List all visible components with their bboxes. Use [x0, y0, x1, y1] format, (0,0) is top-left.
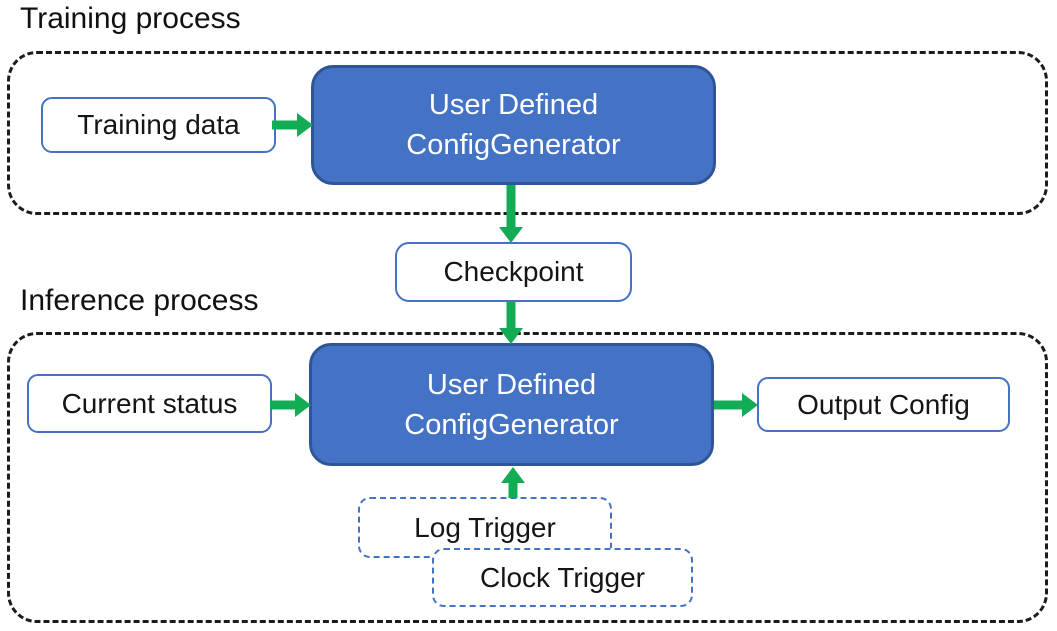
arrow-head-right-icon: [295, 393, 311, 417]
arrow-head-down-icon: [499, 328, 523, 344]
arrow-generator-to-checkpoint: [499, 185, 523, 243]
arrow-head-right-icon: [742, 393, 758, 417]
checkpoint-label: Checkpoint: [443, 256, 584, 287]
checkpoint-box: Checkpoint: [395, 242, 632, 302]
arrow-shaft: [506, 302, 516, 329]
training-process-label: Training process: [20, 2, 241, 35]
inference-config-generator-box: User Defined ConfigGenerator: [309, 343, 714, 466]
inference-generator-line2: ConfigGenerator: [404, 408, 619, 441]
arrow-shaft: [506, 185, 516, 228]
training-data-box: Training data: [41, 97, 276, 153]
training-data-label: Training data: [77, 109, 240, 140]
inference-process-label: Inference process: [20, 284, 259, 317]
output-config-box: Output Config: [757, 377, 1010, 432]
arrow-shaft: [270, 400, 296, 410]
training-config-generator-box: User Defined ConfigGenerator: [311, 65, 716, 185]
log-trigger-label: Log Trigger: [414, 511, 556, 543]
current-status-label: Current status: [61, 387, 238, 419]
inference-process-container: [7, 332, 1048, 623]
training-generator-line1: User Defined: [428, 89, 599, 121]
arrow-head-right-icon: [297, 113, 313, 137]
arrow-shaft: [714, 400, 743, 410]
training-generator-line2: ConfigGenerator: [406, 129, 621, 161]
arrow-checkpoint-to-generator: [499, 302, 523, 344]
inference-generator-line1: User Defined: [426, 368, 597, 401]
arrow-shaft: [508, 482, 518, 498]
arrow-training-data-to-generator: [272, 113, 313, 137]
arrow-head-down-icon: [499, 227, 523, 243]
arrow-triggers-to-generator: [501, 467, 525, 498]
training-process-container: [7, 51, 1048, 215]
arrow-head-up-icon: [501, 467, 525, 483]
output-config-label: Output Config: [797, 388, 970, 420]
arrow-shaft: [272, 120, 298, 130]
clock-trigger-label: Clock Trigger: [480, 561, 645, 593]
clock-trigger-box: Clock Trigger: [432, 548, 693, 607]
current-status-box: Current status: [27, 374, 272, 433]
arrow-generator-to-output-config: [714, 393, 758, 417]
arrow-current-status-to-generator: [270, 393, 311, 417]
log-trigger-box: Log Trigger: [358, 497, 612, 558]
